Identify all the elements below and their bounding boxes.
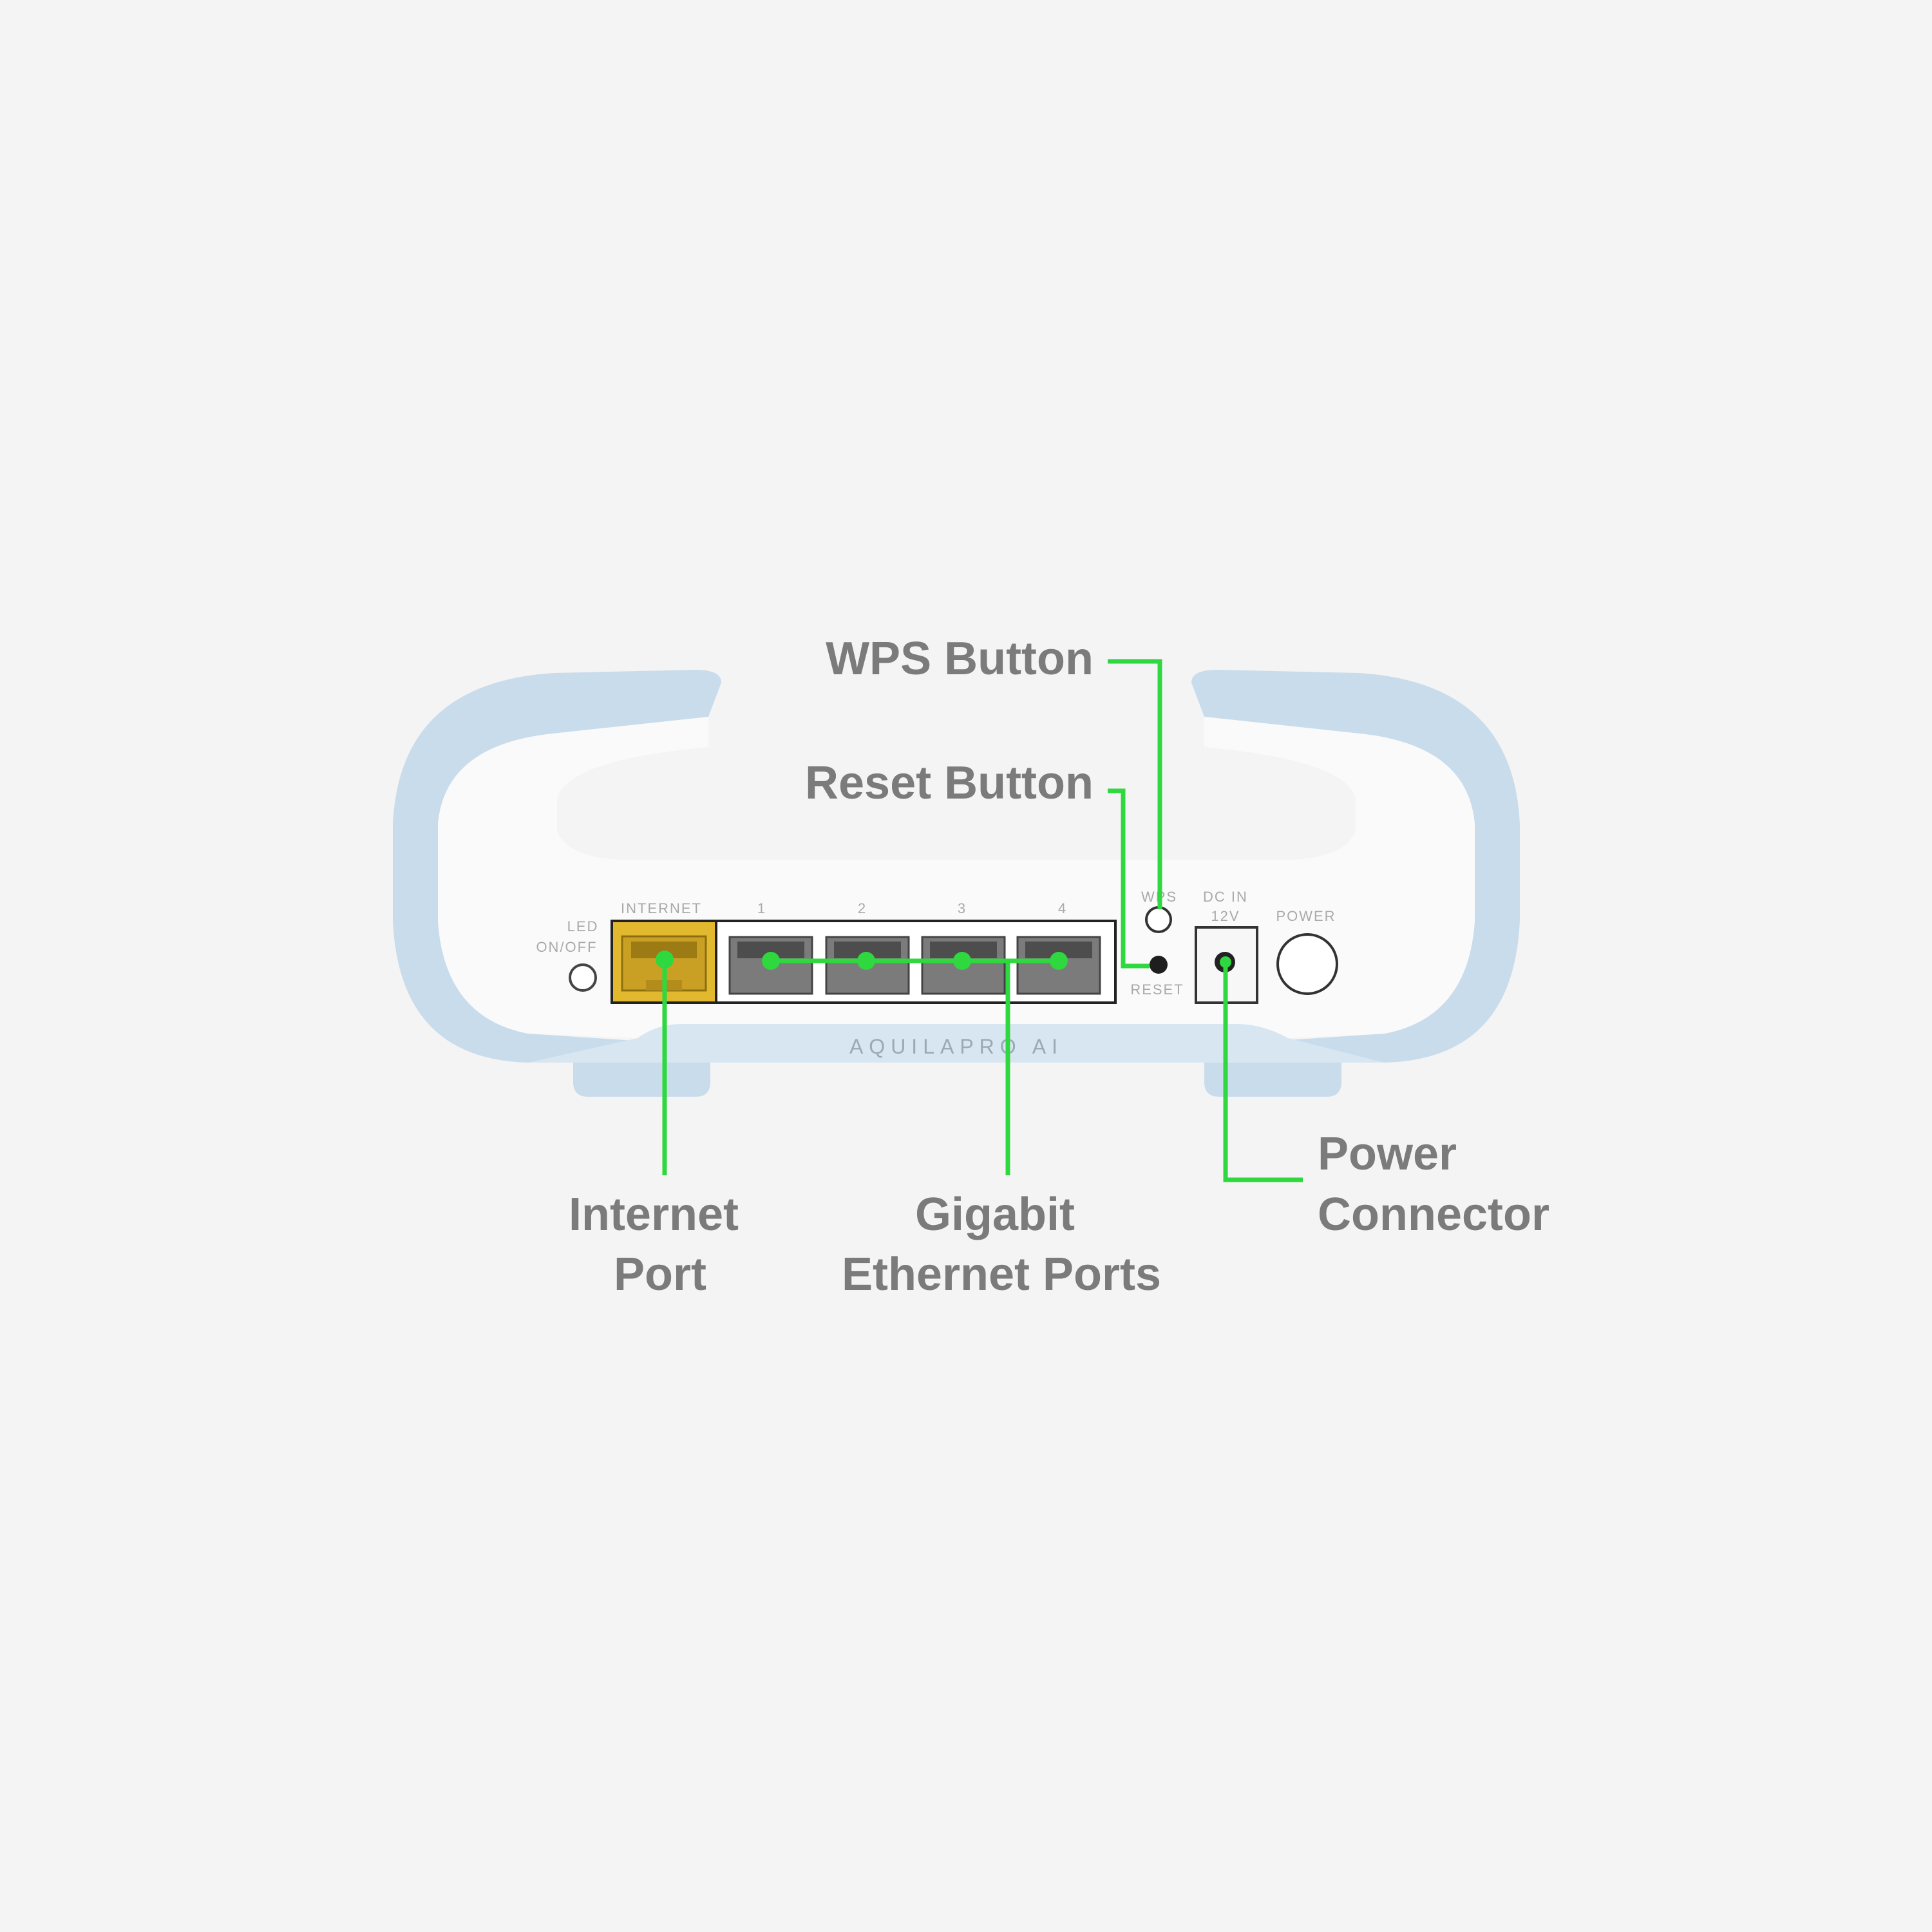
brand-band [528, 1024, 1385, 1063]
led-label: LED [567, 918, 599, 934]
ethernet-port-3-dot [953, 952, 971, 970]
router-body: AQUILAPRO AI LED ON/OFF INTERNET 1 2 3 4… [393, 670, 1520, 1097]
reset-label: RESET [1130, 981, 1184, 998]
reset-button-callout: Reset Button [805, 757, 1094, 809]
onoff-label: ON/OFF [536, 939, 597, 955]
power-connector-callout-line-1: Power [1318, 1128, 1457, 1180]
port-3-label: 3 [958, 900, 967, 916]
brand-text: AQUILAPRO AI [849, 1035, 1063, 1058]
internet-label: INTERNET [621, 900, 702, 916]
internet-port-dot [656, 951, 674, 969]
wps-leader [1108, 659, 1162, 909]
right-arm-shell [1191, 670, 1520, 1063]
internet-port-callout-line-2: Port [614, 1249, 706, 1300]
power-button[interactable] [1276, 933, 1338, 995]
internet-port-callout-line-1: Internet [569, 1189, 739, 1240]
power-connector-callout: Power Connector [1318, 1128, 1549, 1240]
led-switch[interactable] [569, 963, 597, 992]
ethernet-port-1-dot [762, 952, 780, 970]
port-4-label: 4 [1058, 900, 1067, 916]
ethernet-port-2-dot [857, 952, 875, 970]
power-connector-dot [1220, 956, 1231, 968]
left-arm-shell [393, 670, 721, 1063]
reset-leader [1108, 788, 1150, 969]
port-2-label: 2 [858, 900, 867, 916]
internet-port-callout: Internet Port [569, 1189, 752, 1300]
power-leader [1223, 962, 1303, 1182]
power-label: POWER [1276, 908, 1336, 924]
power-connector-callout-line-2: Connector [1318, 1189, 1549, 1240]
dcin-label: DC IN [1203, 889, 1248, 905]
gigabit-ports-callout-line-1: Gigabit [915, 1189, 1075, 1240]
port-1-label: 1 [757, 900, 766, 916]
ethernet-port-4-dot [1050, 952, 1068, 970]
leader-lines [656, 659, 1303, 1182]
gigabit-ports-callout: Gigabit Ethernet Ports [842, 1189, 1161, 1300]
volt-label: 12V [1211, 908, 1240, 924]
reset-button[interactable] [1150, 956, 1168, 974]
wps-button[interactable] [1145, 906, 1172, 933]
wps-button-callout: WPS Button [826, 633, 1094, 685]
gigabit-ports-callout-line-2: Ethernet Ports [842, 1249, 1161, 1300]
